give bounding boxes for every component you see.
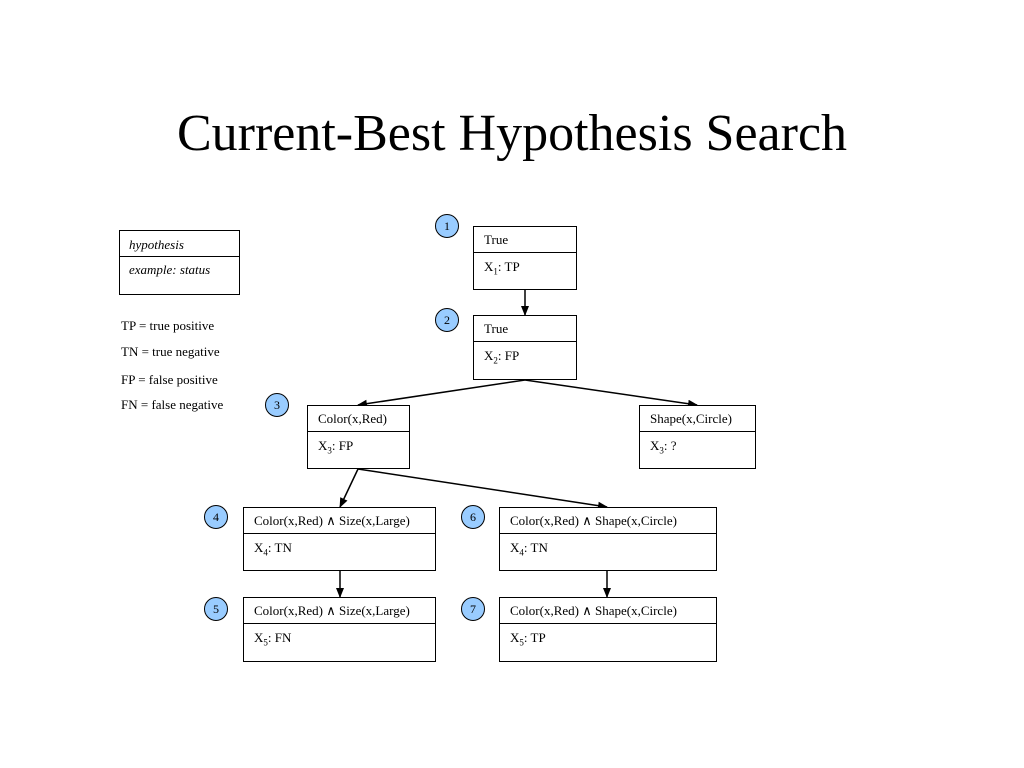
- node-hypothesis: Color(x,Red) ∧ Shape(x,Circle): [500, 508, 716, 534]
- hypothesis-node-3: Color(x,Red) X3: FP: [307, 405, 410, 469]
- hypothesis-node-6: Color(x,Red) ∧ Shape(x,Circle) X4: TN: [499, 507, 717, 571]
- node-hypothesis: Shape(x,Circle): [640, 406, 755, 432]
- node-hypothesis: Color(x,Red) ∧ Size(x,Large): [244, 508, 435, 534]
- arrow-2-to-3: [357, 379, 526, 408]
- node-hypothesis: True: [474, 316, 576, 342]
- node-hypothesis: Color(x,Red): [308, 406, 409, 432]
- page-title: Current-Best Hypothesis Search: [176, 105, 848, 162]
- hypothesis-node-2: True X2: FP: [473, 315, 577, 380]
- node-example: X5: FN: [254, 630, 292, 648]
- hypothesis-node-7: Color(x,Red) ∧ Shape(x,Circle) X5: TP: [499, 597, 717, 662]
- legend-box: hypothesis example: status: [119, 230, 240, 295]
- node-hypothesis: Color(x,Red) ∧ Shape(x,Circle): [500, 598, 716, 624]
- hypothesis-node-shape: Shape(x,Circle) X3: ?: [639, 405, 756, 469]
- step-badge-7: 7: [461, 597, 485, 621]
- node-hypothesis: True: [474, 227, 576, 253]
- step-badge-3: 3: [265, 393, 289, 417]
- node-example: X3: ?: [650, 438, 677, 456]
- step-badge-6: 6: [461, 505, 485, 529]
- arrow-3-to-4: [339, 468, 359, 508]
- arrow-3-to-6: [357, 468, 608, 510]
- legend-abbr-fn: FN = false negative: [121, 397, 224, 412]
- node-hypothesis: Color(x,Red) ∧ Size(x,Large): [244, 598, 435, 624]
- node-example: X2: FP: [484, 348, 520, 366]
- legend-abbr-tn: TN = true negative: [121, 344, 220, 359]
- legend-abbr-tp: TP = true positive: [121, 318, 215, 333]
- legend-abbr-fp: FP = false positive: [121, 372, 218, 387]
- node-example: X3: FP: [318, 438, 354, 456]
- arrow-2-to-shape: [524, 379, 698, 408]
- hypothesis-node-1: True X1: TP: [473, 226, 577, 290]
- step-badge-5: 5: [204, 597, 228, 621]
- step-badge-1: 1: [435, 214, 459, 238]
- node-example: X5: TP: [510, 630, 546, 648]
- node-example: X1: TP: [484, 259, 520, 277]
- hypothesis-node-4: Color(x,Red) ∧ Size(x,Large) X4: TN: [243, 507, 436, 571]
- hypothesis-node-5: Color(x,Red) ∧ Size(x,Large) X5: FN: [243, 597, 436, 662]
- legend-example-label: example: status: [129, 262, 211, 277]
- step-badge-4: 4: [204, 505, 228, 529]
- legend-hypothesis-label: hypothesis: [120, 231, 239, 257]
- node-example: X4: TN: [510, 540, 548, 558]
- step-badge-2: 2: [435, 308, 459, 332]
- node-example: X4: TN: [254, 540, 292, 558]
